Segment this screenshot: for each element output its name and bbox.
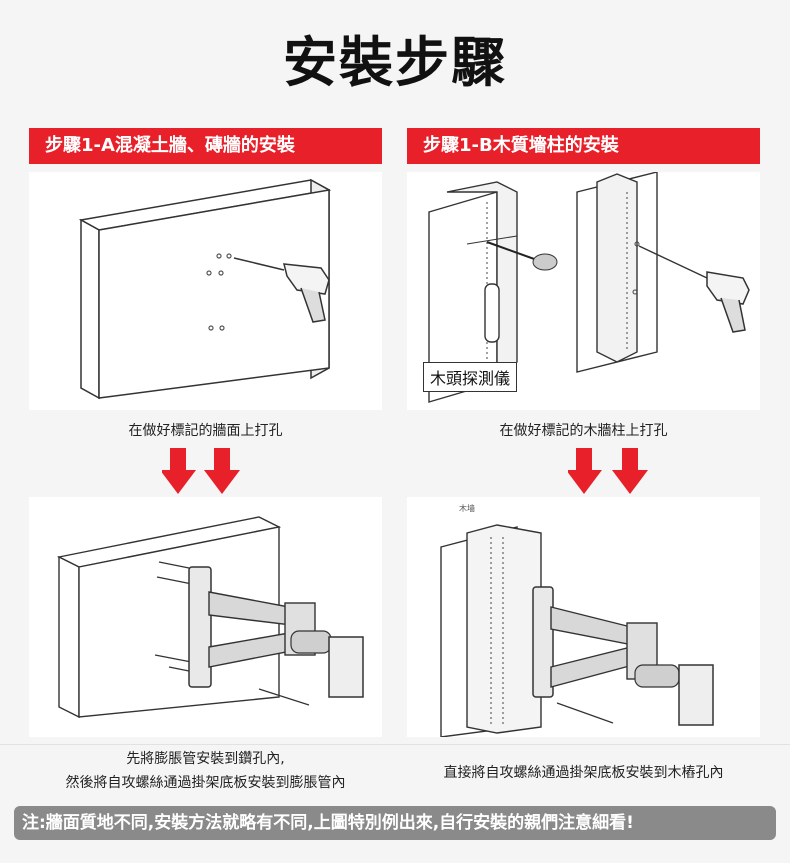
installation-note: 注:牆面質地不同,安裝方法就略有不同,上圖特別例出來,自行安裝的親們注意細看! (14, 806, 776, 840)
concrete-wall-drill-illustration (29, 172, 382, 410)
wall-label: 木墙 (459, 504, 475, 513)
section-b-caption-top: 在做好標記的木牆柱上打孔 (499, 423, 668, 439)
section-a-caption-bottom-line1: 先將膨脹管安裝到鑽孔內, (126, 751, 285, 767)
down-arrow-icon (568, 448, 648, 494)
concrete-bracket-install-illustration (29, 497, 382, 737)
stud-finder-label: 木頭探測儀 (423, 362, 518, 392)
down-arrow-icon (162, 448, 240, 494)
section-a-heading: 步驟1-A混凝土牆、磚牆的安裝 (29, 128, 382, 164)
section-b-heading: 步驟1-B木質墻柱的安裝 (407, 128, 760, 164)
page-title: 安裝步驟 (283, 31, 507, 94)
divider (0, 744, 790, 745)
section-b-caption-bottom: 直接將自攻螺絲通過掛架底板安裝到木樁孔內 (443, 765, 724, 781)
section-a-caption-top: 在做好標記的牆面上打孔 (128, 423, 283, 439)
wood-stud-finder-illustration: 木頭探測儀 (407, 171, 760, 410)
section-a-caption-bottom-line2: 然後將自攻螺絲通過掛架底板安裝到膨脹管內 (65, 775, 346, 791)
wood-bracket-install-illustration: 木墙 (407, 497, 760, 738)
